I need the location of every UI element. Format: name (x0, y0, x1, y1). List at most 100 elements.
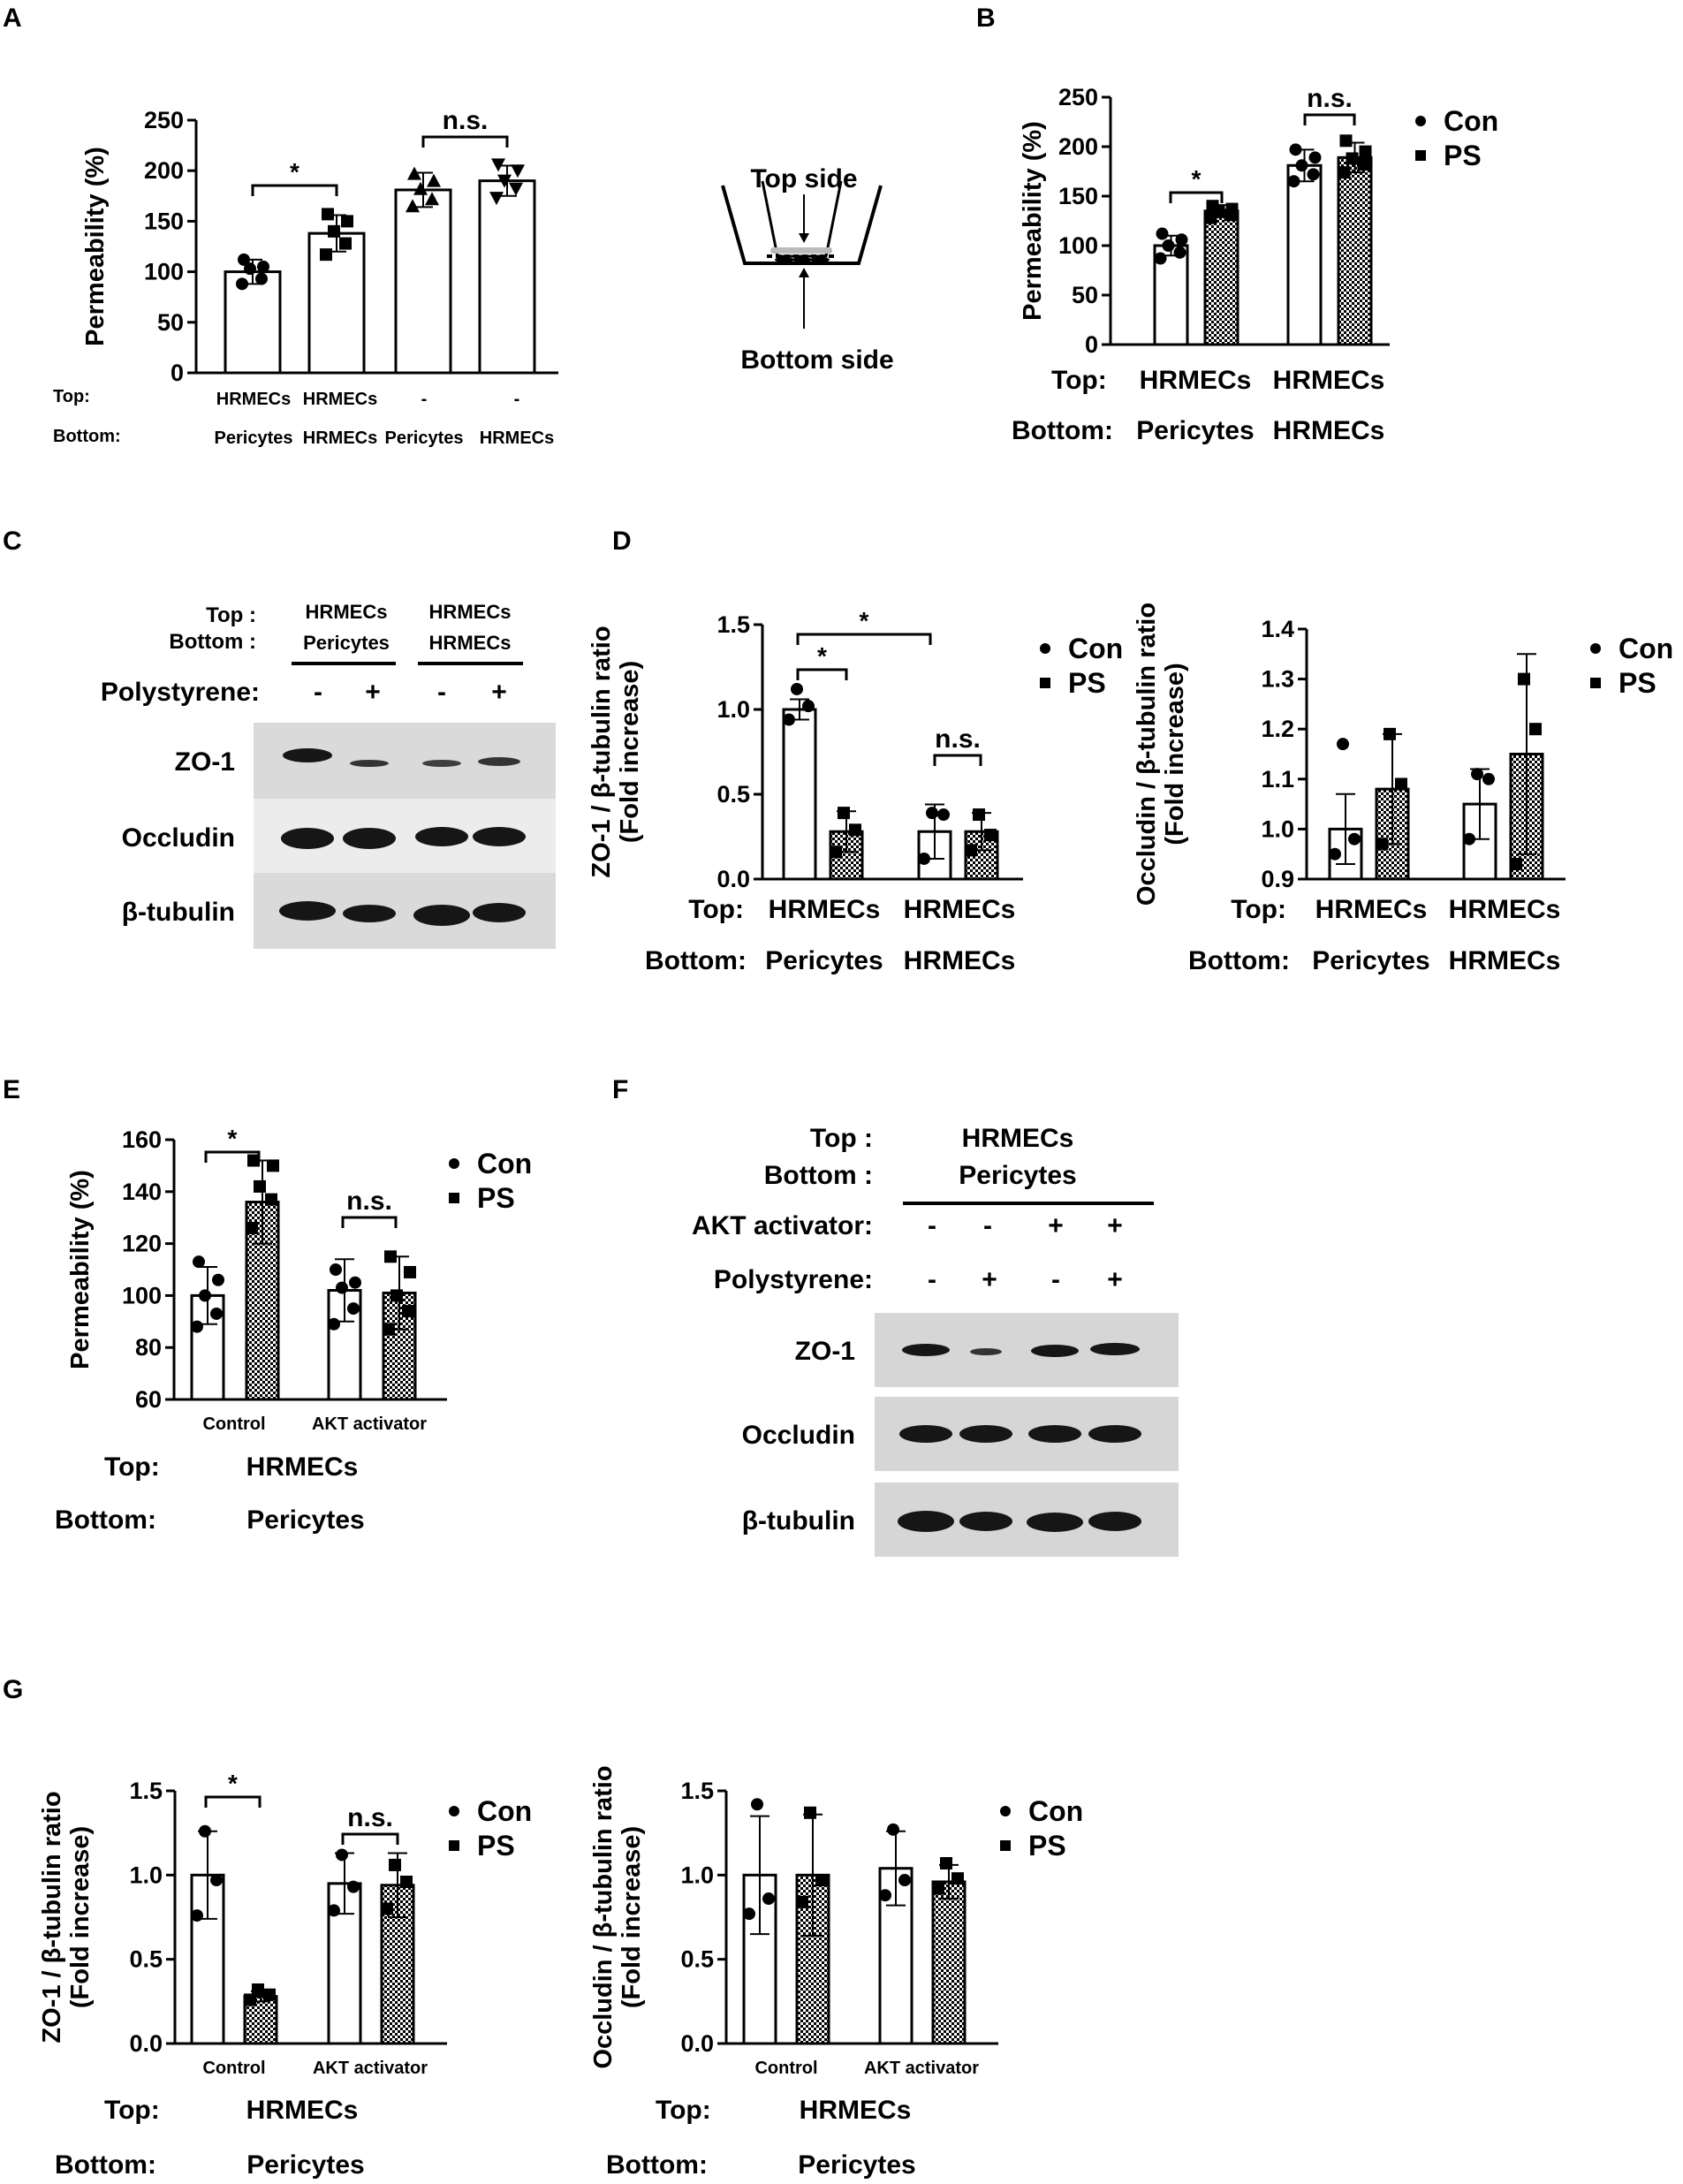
y-tick-label: 1.0 (1261, 815, 1294, 842)
transwell-diagram: Top side Bottom side (721, 164, 894, 375)
data-point (489, 192, 504, 206)
x-group-top: HRMECs (1140, 366, 1252, 395)
x-category-bottom: Pericytes (215, 428, 293, 448)
x-group-top: HRMECs (1315, 895, 1428, 924)
blot-f-treatment-sign: - (1051, 1265, 1060, 1294)
x-row-top: HRMECs (246, 2096, 359, 2125)
significance-bracket (933, 754, 982, 766)
data-point (1287, 175, 1300, 188)
y-tick-label: 1.1 (1261, 766, 1294, 792)
data-point (937, 808, 950, 822)
significance-label: * (817, 642, 827, 670)
data-point (328, 1317, 340, 1331)
y-tick-label: 80 (135, 1334, 162, 1361)
data-point (413, 181, 428, 195)
legend-marker-con (1040, 643, 1050, 654)
data-point (1376, 838, 1388, 851)
x-group-top: HRMECs (1449, 895, 1561, 924)
data-point (1482, 772, 1495, 785)
data-point (804, 1806, 816, 1819)
x-group-top: HRMECs (904, 895, 1016, 924)
top-side-cell-layer (770, 247, 832, 254)
data-point (511, 164, 525, 178)
data-point (1162, 239, 1175, 252)
data-point (887, 1823, 899, 1836)
x-group-label: Control (202, 1414, 265, 1434)
y-axis-label: (Fold increase) (1161, 663, 1189, 845)
significance-label: * (1192, 165, 1202, 193)
blot-band (473, 903, 526, 922)
data-point (244, 262, 256, 276)
data-point (918, 852, 930, 865)
significance-label: * (290, 158, 299, 186)
bar (478, 179, 536, 375)
x-group-bottom: Pericytes (765, 946, 883, 975)
y-axis-label: Permeability (%) (1019, 121, 1047, 321)
data-point (1307, 168, 1320, 181)
blot-band (413, 905, 470, 926)
blot-f-group-bottom: Pericytes (959, 1161, 1076, 1190)
row-label-bottom: Bottom: (1012, 416, 1113, 445)
data-point (1338, 166, 1351, 179)
x-row-top: HRMECs (800, 2096, 912, 2125)
blot-band (473, 827, 526, 846)
significance-label: n.s. (935, 724, 981, 754)
data-point (973, 808, 985, 822)
blot-band (1088, 1512, 1141, 1531)
row-label-top: Top: (53, 387, 90, 406)
data-point (255, 272, 268, 285)
legend-marker-ps (1000, 1840, 1011, 1851)
diagram-bottom-side-label: Bottom side (740, 345, 893, 375)
blot-f-treatment-label: Polystyrene: (714, 1265, 873, 1294)
blot-c-group1-bottom: Pericytes (303, 632, 390, 654)
x-category-top: HRMECs (303, 390, 377, 409)
legend-marker-ps (449, 1840, 459, 1851)
x-category-bottom: HRMECs (480, 428, 554, 448)
bar (1337, 155, 1373, 346)
y-axis-label: Permeability (%) (66, 1170, 95, 1369)
significance-bracket (341, 1216, 398, 1228)
significance-label: * (228, 1125, 238, 1152)
western-blot-f: Top : Bottom : HRMECs Pericytes AKT acti… (692, 1124, 1179, 1557)
data-point (1357, 158, 1370, 171)
x-row-bottom: Pericytes (798, 2150, 915, 2180)
y-tick-label: 120 (122, 1231, 162, 1257)
bottom-side-cell (810, 257, 830, 262)
data-point (951, 1872, 964, 1885)
y-axis-label: ZO-1 / β-tubulin ratio (38, 1791, 66, 2043)
x-group-label: Control (754, 2059, 817, 2078)
blot-f-treatment-sign: - (928, 1265, 936, 1294)
data-point (383, 1323, 395, 1336)
legend-marker-con (1000, 1806, 1011, 1816)
blot-f-group-top: HRMECs (962, 1124, 1074, 1153)
data-point (783, 713, 795, 726)
legend-label-con: Con (1444, 105, 1498, 137)
significance-bracket (796, 633, 932, 645)
data-point (336, 1281, 348, 1294)
blot-c-bottom-label: Bottom : (169, 630, 256, 654)
legend-label-con: Con (1028, 1795, 1083, 1827)
data-point (940, 1856, 952, 1869)
y-tick-label: 1.5 (129, 1778, 163, 1804)
y-tick-label: 1.5 (716, 611, 750, 638)
y-tick-label: 250 (144, 107, 184, 133)
panel-letter-c: C (3, 527, 22, 556)
data-point (1175, 233, 1188, 246)
blot-band (959, 1512, 1012, 1531)
data-point (965, 844, 977, 857)
significance-bracket (204, 1150, 261, 1163)
legend-label-ps: PS (477, 1182, 515, 1214)
data-point (384, 1250, 397, 1263)
data-point (246, 1221, 258, 1234)
y-tick-label: 0.5 (129, 1946, 163, 1973)
data-point (389, 1858, 401, 1871)
panel-letter-a: A (3, 4, 22, 33)
blot-f-activator-sign: - (983, 1211, 992, 1240)
y-axis-label: Permeability (%) (81, 147, 110, 346)
legend-label-ps: PS (477, 1830, 515, 1862)
blot-band (415, 827, 468, 846)
row-label-bottom: Bottom: (1188, 946, 1290, 975)
legend-marker-ps (1590, 678, 1601, 688)
chart-d-zo1-ratio: 0.00.51.01.5ZO-1 / β-tubulin ratio(Fold … (588, 607, 1123, 975)
